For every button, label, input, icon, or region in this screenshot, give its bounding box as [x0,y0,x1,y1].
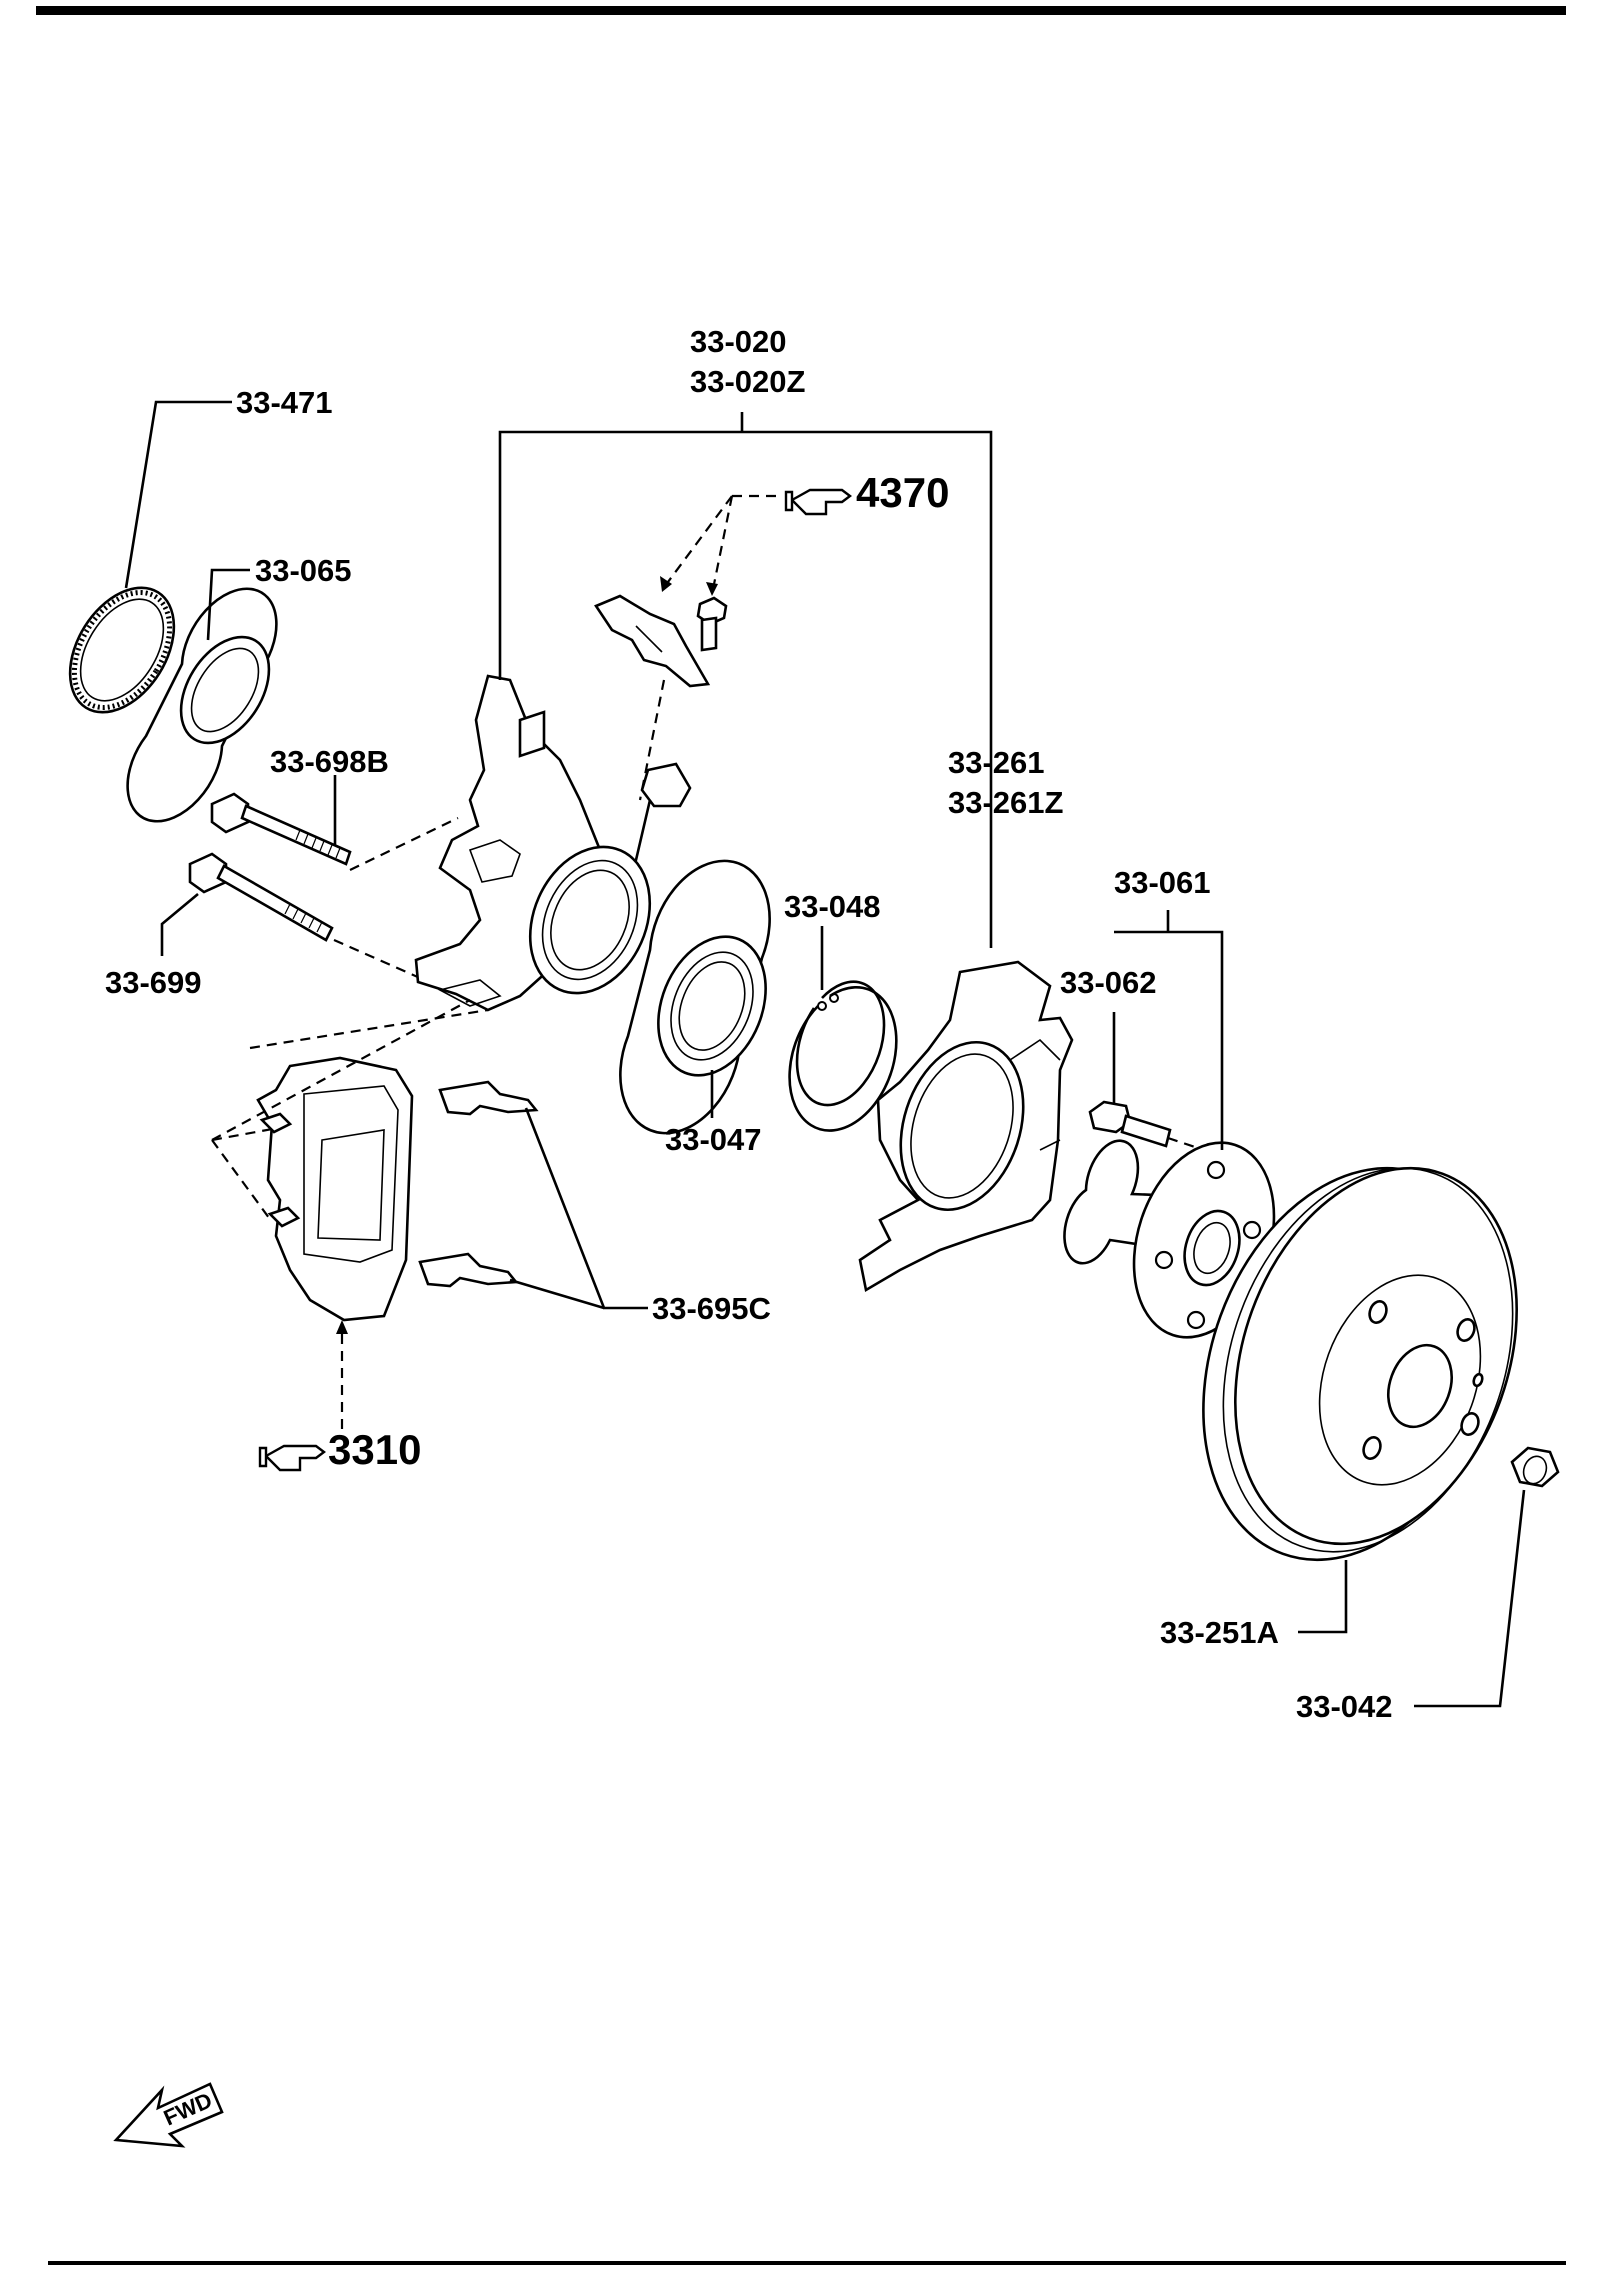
dust-cover [858,960,1074,1293]
label-33-062: 33-062 [1060,965,1157,1000]
pad-clip-upper [438,1080,539,1116]
label-33-020Z: 33-020Z [690,364,806,399]
label-33-695C: 33-695C [652,1291,771,1326]
label-33-261: 33-261 [948,745,1045,780]
label-33-020: 33-020 [690,324,787,359]
lock-nut [1510,1446,1560,1488]
pad-clip-lower [418,1252,519,1288]
label-33-065: 33-065 [255,553,352,588]
pointing-hand-icon [784,488,852,516]
label-33-471: 33-471 [236,385,333,420]
label-33-251A: 33-251A [1160,1615,1279,1650]
label-33-048: 33-048 [784,889,881,924]
dust-seal [126,587,278,823]
hub-bolt [1088,1100,1172,1148]
label-33-698B: 33-698B [270,744,389,779]
reference-3310: 3310 [328,1426,421,1473]
knuckle-arm-bracket [594,594,711,688]
knuckle-bolt-upper [210,792,352,866]
label-33-699: 33-699 [105,965,202,1000]
steering-knuckle [414,674,692,1012]
reference-4370: 4370 [856,469,949,516]
brake-caliper [256,1056,414,1322]
label-33-047: 33-047 [665,1122,762,1157]
bracket-bolt [696,596,728,652]
pointing-hand-icon-caliper [258,1444,326,1472]
snap-ring [788,980,898,1132]
label-33-061: 33-061 [1114,865,1211,900]
knuckle-bolt-lower [188,852,334,942]
brake-disc [1202,1166,1518,1562]
abs-sensor-ring [68,586,176,714]
bottom-rule [48,2261,1566,2265]
label-33-261Z: 33-261Z [948,785,1064,820]
wheel-bearing [619,859,771,1135]
forward-arrow-icon: FWD [113,2082,224,2148]
label-33-042: 33-042 [1296,1689,1393,1724]
top-rule [36,6,1566,15]
